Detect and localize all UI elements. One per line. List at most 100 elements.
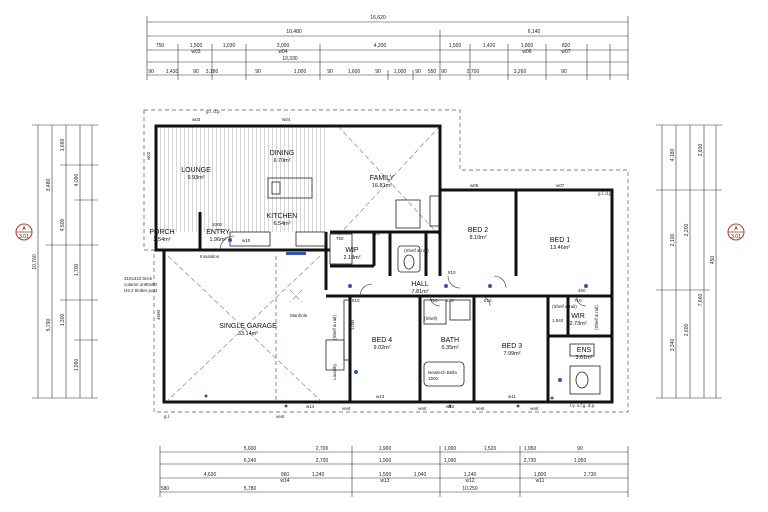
svg-text:960: 960 — [281, 472, 290, 478]
svg-text:3,000: 3,000 — [277, 43, 290, 49]
svg-text:w04: w04 — [282, 117, 291, 122]
svg-text:1,090: 1,090 — [444, 446, 457, 452]
svg-text:1,500: 1,500 — [379, 472, 392, 478]
svg-text:w06: w06 — [522, 49, 531, 55]
room-bed-3: BED 37.99m² — [502, 343, 522, 357]
svg-text:PORCH: PORCH — [149, 229, 174, 236]
top-dimension-labels: 16,620 10,480 6,140 750 1,500 1,030 3,00… — [148, 15, 571, 75]
svg-text:2.73m²: 2.73m² — [569, 321, 586, 327]
svg-text:g.l. d.p.: g.l. d.p. — [206, 109, 221, 114]
svg-text:3,480: 3,480 — [46, 179, 52, 192]
svg-text:3,180: 3,180 — [206, 69, 219, 75]
left-dimension-labels: 10,760 3,480 5,790 1,660 4,500 1,300 4,0… — [32, 139, 80, 372]
svg-text:810: 810 — [352, 298, 360, 303]
svg-text:BED 4: BED 4 — [372, 337, 392, 344]
svg-text:2,100: 2,100 — [670, 234, 676, 247]
svg-text:2.54m²: 2.54m² — [153, 237, 170, 243]
svg-text:DINING: DINING — [270, 150, 295, 157]
svg-text:w06: w06 — [470, 183, 479, 188]
svg-text:6.70m²: 6.70m² — [273, 158, 290, 164]
svg-text:A: A — [22, 226, 26, 232]
svg-text:7,660: 7,660 — [698, 294, 704, 307]
svg-text:90: 90 — [577, 446, 583, 452]
svg-text:Manhole: Manhole — [290, 313, 308, 318]
svg-text:3.01: 3.01 — [19, 234, 29, 240]
svg-text:(Shelf & rail): (Shelf & rail) — [594, 305, 599, 330]
svg-text:BATH: BATH — [441, 337, 459, 344]
svg-text:l.v. o.f.g. d.p.: l.v. o.f.g. d.p. — [570, 403, 595, 408]
svg-text:2,600: 2,600 — [684, 324, 690, 337]
svg-text:1,000: 1,000 — [394, 69, 407, 75]
svg-text:3,260: 3,260 — [514, 69, 527, 75]
svg-text:1,950: 1,950 — [574, 458, 587, 464]
svg-text:LOUNGE: LOUNGE — [181, 167, 211, 174]
svg-text:vent: vent — [342, 406, 351, 411]
bottom-dimension-labels: 5,600 2,700 1,900 1,090 1,520 1,950 90 6… — [161, 446, 597, 492]
dim-top-left: 10,480 — [286, 29, 302, 35]
svg-text:7.99m²: 7.99m² — [503, 351, 520, 357]
svg-text:90: 90 — [148, 69, 154, 75]
svg-text:4500: 4500 — [156, 309, 161, 320]
timber-floor-hatch — [156, 126, 326, 232]
svg-text:1,300: 1,300 — [60, 314, 66, 327]
svg-text:(Shelf & rail): (Shelf & rail) — [332, 315, 337, 340]
svg-text:1,500: 1,500 — [449, 43, 462, 49]
svg-text:1000: 1000 — [212, 222, 223, 227]
section-marker-right: A 3.01 — [727, 223, 745, 241]
svg-text:8.10m²: 8.10m² — [469, 235, 486, 241]
window-tags: w03 w04 w02 w06 w07 w14 w13 w12 w11 w10 — [146, 117, 565, 409]
svg-text:BED 3: BED 3 — [502, 343, 522, 350]
svg-text:4,630: 4,630 — [204, 472, 217, 478]
svg-text:2,700: 2,700 — [467, 69, 480, 75]
svg-text:1700: 1700 — [350, 319, 355, 330]
svg-text:WIP: WIP — [345, 247, 359, 254]
svg-text:FAMILY: FAMILY — [370, 175, 395, 182]
svg-text:w13: w13 — [376, 394, 385, 399]
svg-text:33.14m²: 33.14m² — [238, 331, 258, 337]
electrical-points — [204, 238, 588, 408]
svg-text:13.46m²: 13.46m² — [550, 245, 570, 251]
svg-text:w14: w14 — [306, 404, 315, 409]
walls — [154, 124, 614, 404]
svg-text:90: 90 — [327, 69, 333, 75]
svg-text:90: 90 — [255, 69, 261, 75]
svg-text:1,420: 1,420 — [483, 43, 496, 49]
svg-text:Newtech Bella: Newtech Bella — [428, 370, 457, 375]
room-bed-4: BED 49.02m² — [372, 337, 392, 351]
svg-text:1,520: 1,520 — [484, 446, 497, 452]
svg-text:580: 580 — [161, 486, 170, 492]
garage-bracing — [167, 125, 441, 401]
svg-text:Insulation: Insulation — [200, 254, 220, 259]
svg-text:4,180: 4,180 — [670, 149, 676, 162]
svg-text:w03: w03 — [192, 117, 201, 122]
svg-text:710: 710 — [430, 298, 438, 303]
svg-text:w10: w10 — [242, 238, 251, 243]
svg-text:2.18m²: 2.18m² — [343, 255, 360, 261]
section-marker-left: A 3.01 — [15, 223, 33, 241]
svg-text:w11: w11 — [536, 478, 545, 484]
svg-text:310x310 brick: 310x310 brick — [124, 276, 153, 281]
svg-text:450: 450 — [578, 288, 586, 293]
right-dimension-lines — [656, 124, 722, 399]
dim-top-right: 6,140 — [528, 29, 541, 35]
svg-text:A: A — [734, 226, 738, 232]
svg-text:610: 610 — [372, 231, 380, 236]
bottom-dimension-lines — [159, 446, 629, 497]
svg-text:1,900: 1,900 — [379, 458, 392, 464]
svg-text:10,250: 10,250 — [462, 486, 478, 492]
svg-text:H3.2 timber post: H3.2 timber post — [124, 288, 158, 293]
svg-text:w12: w12 — [446, 404, 455, 409]
svg-text:550: 550 — [428, 69, 437, 75]
svg-text:w07: w07 — [561, 49, 570, 55]
svg-text:KITCHEN: KITCHEN — [267, 213, 298, 220]
svg-text:820: 820 — [562, 43, 571, 49]
svg-text:2,700: 2,700 — [316, 458, 329, 464]
svg-text:1,950: 1,950 — [524, 446, 537, 452]
svg-text:1,540: 1,540 — [552, 318, 564, 323]
